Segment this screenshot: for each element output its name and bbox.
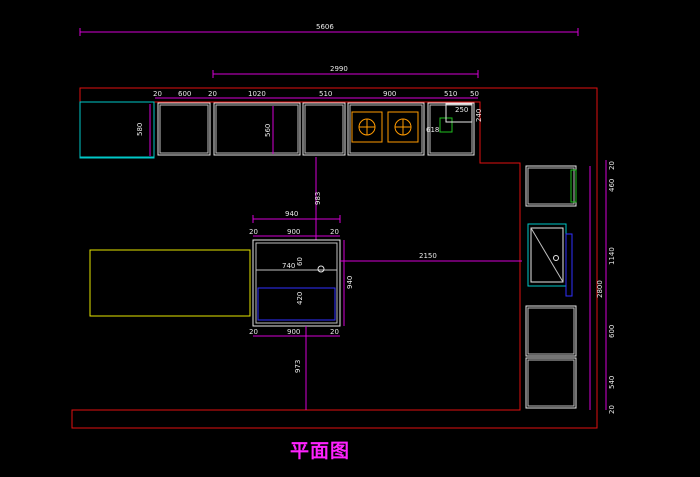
dim-right-seg-4: 600 bbox=[608, 325, 616, 338]
dim-island-to-bottom: 973 bbox=[294, 360, 302, 373]
right-cabinet-run bbox=[525, 165, 577, 409]
dim-small-b: 240 bbox=[475, 109, 483, 122]
island-top-gap-dimension: 983 bbox=[314, 157, 322, 240]
dim-small-c: 618 bbox=[426, 126, 439, 134]
dim-top-seg-8: 50 bbox=[470, 90, 479, 98]
top-segment-dimensions: 20 600 20 1020 510 900 510 50 bbox=[153, 90, 479, 99]
dim-top-seg-4: 1020 bbox=[248, 90, 266, 98]
island-bottom-gap-dimension: 973 bbox=[294, 326, 307, 410]
island-right-gap-dimension: 2150 bbox=[340, 252, 522, 262]
drawing-title: 平面图 bbox=[290, 440, 351, 462]
dim-top-seg-2: 600 bbox=[178, 90, 191, 98]
dim-island-to-top: 983 bbox=[314, 192, 322, 205]
cooktop bbox=[351, 111, 419, 143]
dim-island-inner-a: 740 bbox=[282, 262, 295, 270]
island-cabinet: 740 60 420 940 bbox=[252, 239, 354, 327]
island-width-dimension: 940 20 900 20 bbox=[249, 210, 341, 237]
dim-overall-label: 5606 bbox=[316, 23, 334, 31]
dim-left-cab-depth: 580 bbox=[136, 123, 144, 136]
dim-island-inner-c: 420 bbox=[296, 292, 304, 305]
dim-top-seg-5: 510 bbox=[319, 90, 332, 98]
dim-right-seg-5: 540 bbox=[608, 376, 616, 389]
dim-island-bottom-2: 900 bbox=[287, 328, 300, 336]
right-side-dimensions: 2800 20 460 1140 600 540 20 bbox=[589, 160, 616, 414]
dim-right-seg-3: 1140 bbox=[608, 247, 616, 265]
dim-island-top-1: 20 bbox=[249, 228, 258, 236]
dim-top-seg-6: 900 bbox=[383, 90, 396, 98]
top-cabinet-run: 560 bbox=[157, 102, 475, 156]
dim-small-a: 250 bbox=[455, 106, 468, 114]
dim-top-seg-1: 20 bbox=[153, 90, 162, 98]
dim-island-top-2: 900 bbox=[287, 228, 300, 236]
upper-run-dimension: 2990 bbox=[212, 65, 479, 78]
island-bottom-dimensions: 20 900 20 bbox=[249, 328, 340, 337]
dim-island-bottom-3: 20 bbox=[330, 328, 339, 336]
dim-top-cab-depth: 560 bbox=[264, 124, 272, 137]
overall-dimension: 5606 bbox=[79, 23, 579, 36]
dim-island-width: 940 bbox=[285, 210, 298, 218]
dim-top-seg-7: 510 bbox=[444, 90, 457, 98]
dining-table bbox=[89, 249, 251, 317]
dim-island-inner-b: 60 bbox=[296, 257, 304, 266]
dim-island-top-3: 20 bbox=[330, 228, 339, 236]
dim-upper-run-label: 2990 bbox=[330, 65, 348, 73]
dim-island-bottom-1: 20 bbox=[249, 328, 258, 336]
top-right-details: 250 240 618 bbox=[426, 103, 483, 134]
dim-island-to-right: 2150 bbox=[419, 252, 437, 260]
left-corner-cabinet: 580 bbox=[79, 101, 155, 159]
dim-right-seg-2: 460 bbox=[608, 179, 616, 192]
dim-right-run: 2800 bbox=[596, 280, 604, 298]
dim-island-depth: 940 bbox=[346, 276, 354, 289]
dim-top-seg-3: 20 bbox=[208, 90, 217, 98]
dim-right-seg-6: 20 bbox=[608, 405, 616, 414]
room-walls bbox=[71, 87, 598, 429]
dim-right-seg-1: 20 bbox=[608, 161, 616, 170]
